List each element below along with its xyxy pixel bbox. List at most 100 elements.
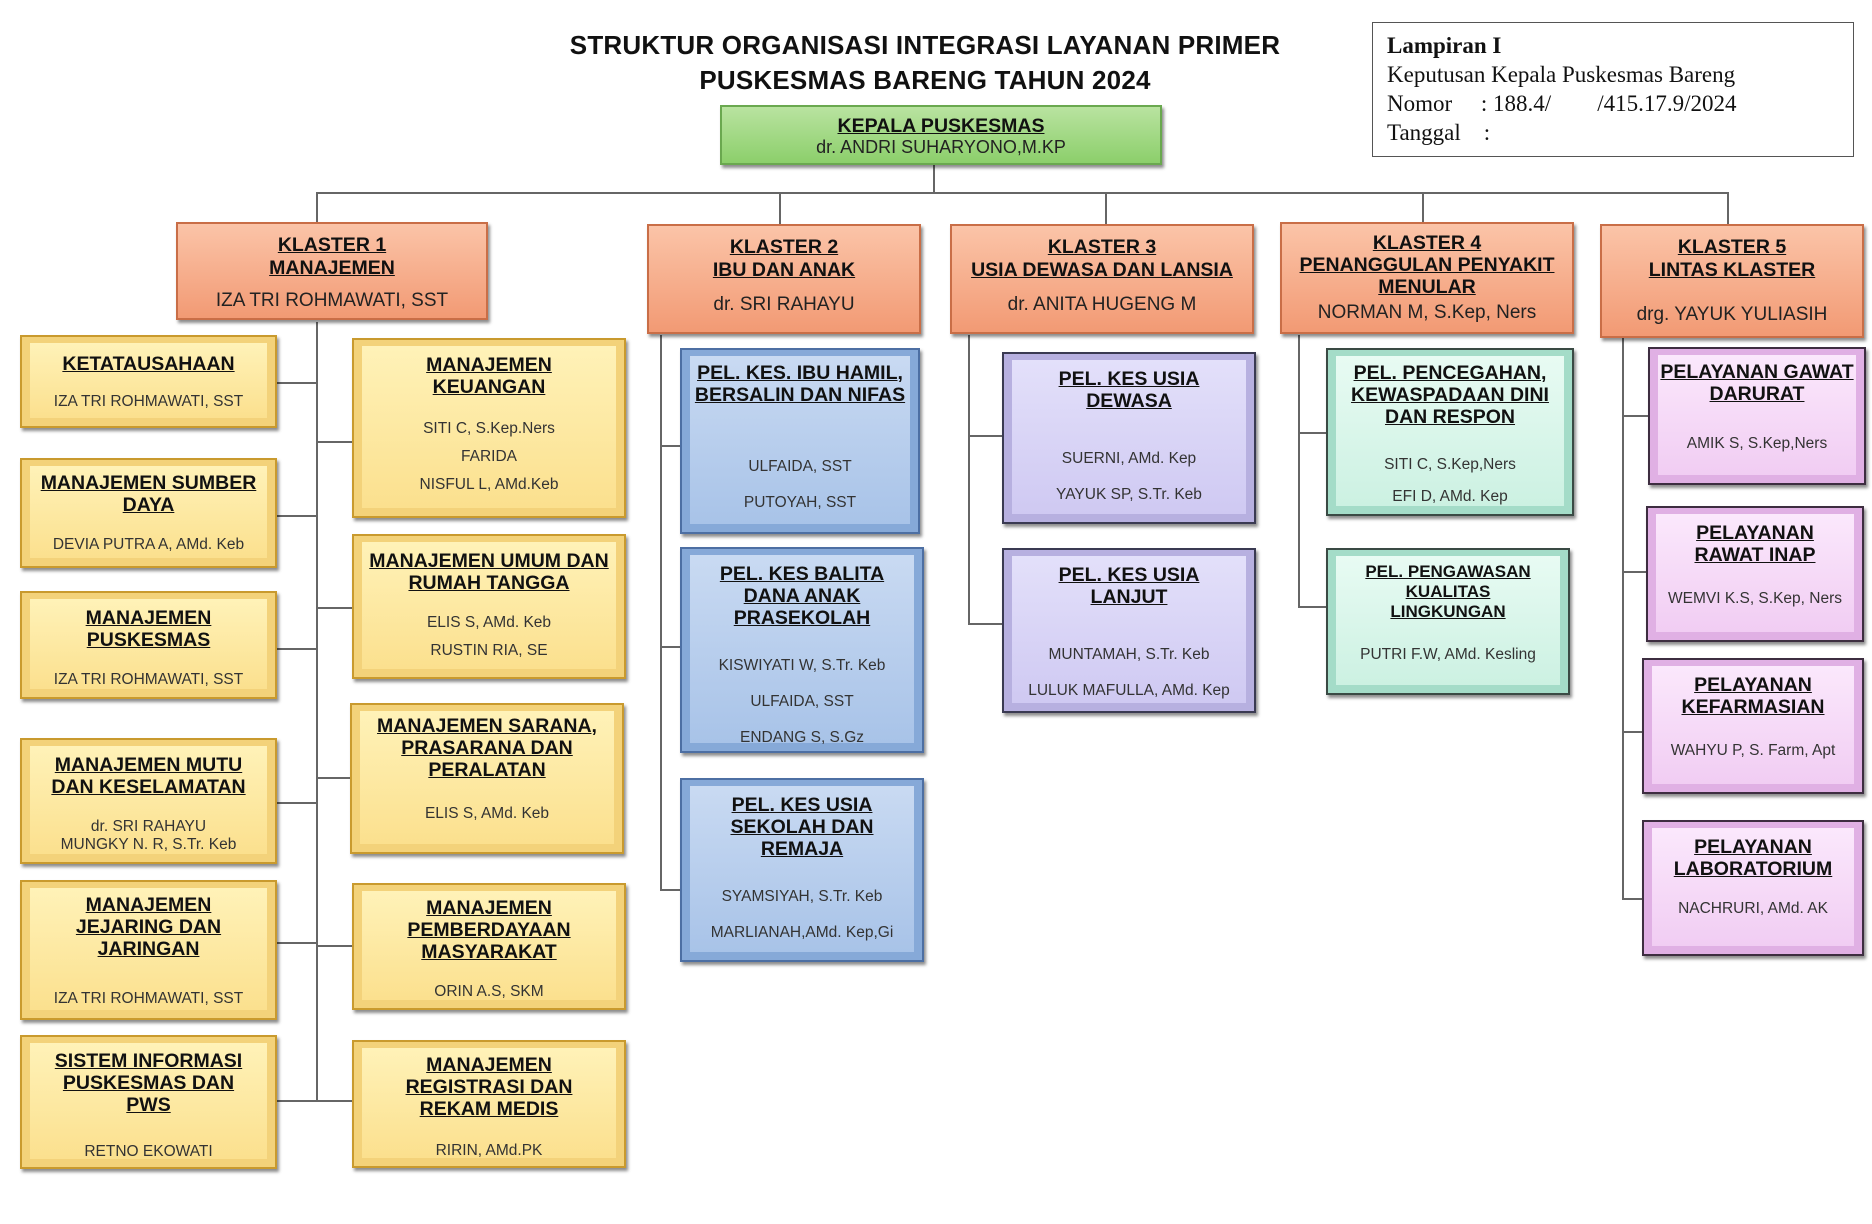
- connector: [933, 164, 935, 194]
- connector: [1422, 192, 1424, 222]
- klaster1-subtitle: MANAJEMEN: [269, 257, 395, 279]
- unit-title: PEL. PENCEGAHAN, KEWASPADAAN DINI DAN RE…: [1351, 362, 1549, 428]
- unit-title: PELAYANAN RAWAT INAP: [1694, 522, 1816, 566]
- unit-member: ULFAIDA, SST: [748, 458, 852, 475]
- connector: [316, 441, 353, 443]
- unit-member: LULUK MAFULLA, AMd. Kep: [1028, 682, 1230, 699]
- klaster3-header: KLASTER 3 USIA DEWASA DAN LANSIA dr. ANI…: [950, 224, 1254, 334]
- unit-member: IZA TRI ROHMAWATI, SST: [53, 671, 244, 688]
- unit-member: ULFAIDA, SST: [750, 693, 854, 710]
- unit-pel-pencegahan: PEL. PENCEGAHAN, KEWASPADAAN DINI DAN RE…: [1326, 348, 1574, 516]
- unit-manajemen-keuangan: MANAJEMEN KEUANGAN SITI C, S.Kep.Ners FA…: [352, 338, 626, 518]
- unit-member: PUTRI F.W, AMd. Kesling: [1360, 646, 1536, 663]
- unit-pel-kes-usia-dewasa: PEL. KES USIA DEWASA SUERNI, AMd. Kep YA…: [1002, 352, 1256, 524]
- lampiran-decree: Keputusan Kepala Puskesmas Bareng: [1387, 62, 1736, 87]
- kepala-box: KEPALA PUSKESMAS dr. ANDRI SUHARYONO,M.K…: [720, 105, 1162, 165]
- connector: [276, 648, 316, 650]
- unit-member: dr. SRI RAHAYU: [90, 818, 207, 835]
- connector: [276, 382, 316, 384]
- klaster1-header: KLASTER 1 MANAJEMEN IZA TRI ROHMAWATI, S…: [176, 222, 488, 320]
- connector: [316, 192, 1727, 194]
- connector: [316, 322, 318, 1102]
- klaster2-header: KLASTER 2 IBU DAN ANAK dr. SRI RAHAYU: [647, 224, 921, 334]
- unit-title: KETATAUSAHAAN: [62, 353, 235, 375]
- unit-member: SYAMSIYAH, S.Tr. Keb: [721, 888, 883, 905]
- unit-title: PEL. PENGAWASAN KUALITAS LINGKUNGAN: [1365, 562, 1531, 621]
- unit-pel-kes-ibu: PEL. KES. IBU HAMIL, BERSALIN DAN NIFAS …: [680, 348, 920, 534]
- connector: [779, 192, 781, 224]
- unit-title: PELAYANAN LABORATORIUM: [1673, 836, 1833, 880]
- unit-member: ELIS S, AMd. Keb: [426, 614, 552, 631]
- unit-member: ENDANG S, S.Gz: [739, 729, 865, 746]
- unit-manajemen-sumber-daya: MANAJEMEN SUMBER DAYA DEVIA PUTRA A, AMd…: [20, 458, 277, 568]
- unit-manajemen-puskesmas: MANAJEMEN PUSKESMAS IZA TRI ROHMAWATI, S…: [20, 591, 277, 699]
- connector: [968, 435, 1004, 437]
- unit-title: PEL. KES USIA LANJUT: [1058, 564, 1200, 608]
- unit-member: EFI D, AMd. Kep: [1392, 488, 1508, 505]
- unit-title: MANAJEMEN PUSKESMAS: [85, 607, 212, 651]
- connector: [660, 445, 682, 447]
- unit-member: PUTOYAH, SST: [743, 494, 857, 511]
- connector: [276, 515, 316, 517]
- unit-member: RIRIN, AMd.PK: [435, 1142, 543, 1159]
- connector: [1105, 192, 1107, 224]
- unit-member: IZA TRI ROHMAWATI, SST: [53, 393, 244, 410]
- unit-member: WEMVI K.S, S.Kep, Ners: [1668, 590, 1842, 607]
- connector: [968, 623, 1004, 625]
- klaster5-title: KLASTER 5: [1677, 236, 1787, 258]
- connector: [1622, 338, 1624, 900]
- lampiran-box: Lampiran I Keputusan Kepala Puskesmas Ba…: [1372, 22, 1854, 157]
- unit-member: NACHRURI, AMd. AK: [1678, 900, 1828, 917]
- unit-manajemen-umum: MANAJEMEN UMUM DAN RUMAH TANGGA ELIS S, …: [352, 534, 626, 679]
- unit-title: MANAJEMEN REGISTRASI DAN REKAM MEDIS: [405, 1054, 573, 1120]
- klaster4-title: KLASTER 4: [1372, 232, 1482, 254]
- lampiran-tanggal: Tanggal :: [1387, 120, 1491, 145]
- unit-title: MANAJEMEN JEJARING DAN JARINGAN: [75, 894, 222, 960]
- connector: [276, 942, 316, 944]
- unit-member: RETNO EKOWATI: [84, 1143, 213, 1160]
- unit-ketatausahaan: KETATAUSAHAAN IZA TRI ROHMAWATI, SST: [20, 335, 277, 428]
- unit-title: PEL. KES USIA DEWASA: [1058, 368, 1200, 412]
- connector: [316, 945, 353, 947]
- connector: [1298, 606, 1328, 608]
- unit-member: MUNGKY N. R, S.Tr. Keb: [60, 836, 237, 853]
- kepala-title: KEPALA PUSKESMAS: [837, 115, 1045, 137]
- unit-member: AMIK S, S.Kep,Ners: [1686, 435, 1828, 452]
- unit-manajemen-registrasi: MANAJEMEN REGISTRASI DAN REKAM MEDIS RIR…: [352, 1040, 626, 1168]
- unit-member: SITI C, S.Kep.Ners: [423, 420, 555, 437]
- connector: [660, 646, 682, 648]
- connector: [1298, 432, 1328, 434]
- unit-title: PEL. KES. IBU HAMIL, BERSALIN DAN NIFAS: [694, 362, 906, 406]
- unit-member: ELIS S, AMd. Keb: [424, 805, 550, 822]
- klaster1-title: KLASTER 1: [277, 234, 387, 256]
- unit-pel-kes-usia-sekolah: PEL. KES USIA SEKOLAH DAN REMAJA SYAMSIY…: [680, 778, 924, 962]
- unit-manajemen-sarana: MANAJEMEN SARANA, PRASARANA DAN PERALATA…: [350, 703, 624, 854]
- unit-pelayanan-laboratorium: PELAYANAN LABORATORIUM NACHRURI, AMd. AK: [1642, 820, 1864, 956]
- unit-pel-pengawasan: PEL. PENGAWASAN KUALITAS LINGKUNGAN PUTR…: [1326, 548, 1570, 695]
- unit-member: SITI C, S.Kep,Ners: [1384, 456, 1516, 473]
- connector: [1622, 898, 1648, 900]
- unit-member: MUNTAMAH, S.Tr. Keb: [1048, 646, 1210, 663]
- klaster5-header: KLASTER 5 LINTAS KLASTER drg. YAYUK YULI…: [1600, 224, 1864, 338]
- unit-title: PELAYANAN GAWAT DARURAT: [1660, 361, 1854, 405]
- lampiran-label: Lampiran I: [1387, 33, 1502, 58]
- title-line-2: PUSKESMAS BARENG TAHUN 2024: [699, 65, 1151, 95]
- unit-member: NISFUL L, AMd.Keb: [419, 476, 559, 493]
- unit-title: MANAJEMEN SUMBER DAYA: [40, 472, 257, 516]
- unit-title: PEL. KES BALITA DANA ANAK PRASEKOLAH: [719, 563, 885, 629]
- unit-title: MANAJEMEN SARANA, PRASARANA DAN PERALATA…: [377, 715, 597, 781]
- connector: [316, 192, 318, 224]
- klaster5-name: drg. YAYUK YULIASIH: [1636, 304, 1828, 325]
- connector: [276, 802, 316, 804]
- klaster3-name: dr. ANITA HUGENG M: [1007, 294, 1197, 315]
- klaster5-subtitle: LINTAS KLASTER: [1648, 259, 1816, 281]
- unit-member: DEVIA PUTRA A, AMd. Keb: [52, 536, 245, 553]
- klaster3-title: KLASTER 3: [1047, 236, 1157, 258]
- title-line-1: STRUKTUR ORGANISASI INTEGRASI LAYANAN PR…: [569, 30, 1281, 60]
- unit-pelayanan-gawat-darurat: PELAYANAN GAWAT DARURAT AMIK S, S.Kep,Ne…: [1648, 347, 1866, 485]
- unit-pel-kes-usia-lanjut: PEL. KES USIA LANJUT MUNTAMAH, S.Tr. Keb…: [1002, 548, 1256, 713]
- unit-manajemen-mutu: MANAJEMEN MUTU DAN KESELAMATAN dr. SRI R…: [20, 738, 277, 864]
- unit-member: ORIN A.S, SKM: [434, 983, 544, 1000]
- unit-title: MANAJEMEN UMUM DAN RUMAH TANGGA: [369, 550, 609, 594]
- unit-title: MANAJEMEN MUTU DAN KESELAMATAN: [51, 754, 246, 798]
